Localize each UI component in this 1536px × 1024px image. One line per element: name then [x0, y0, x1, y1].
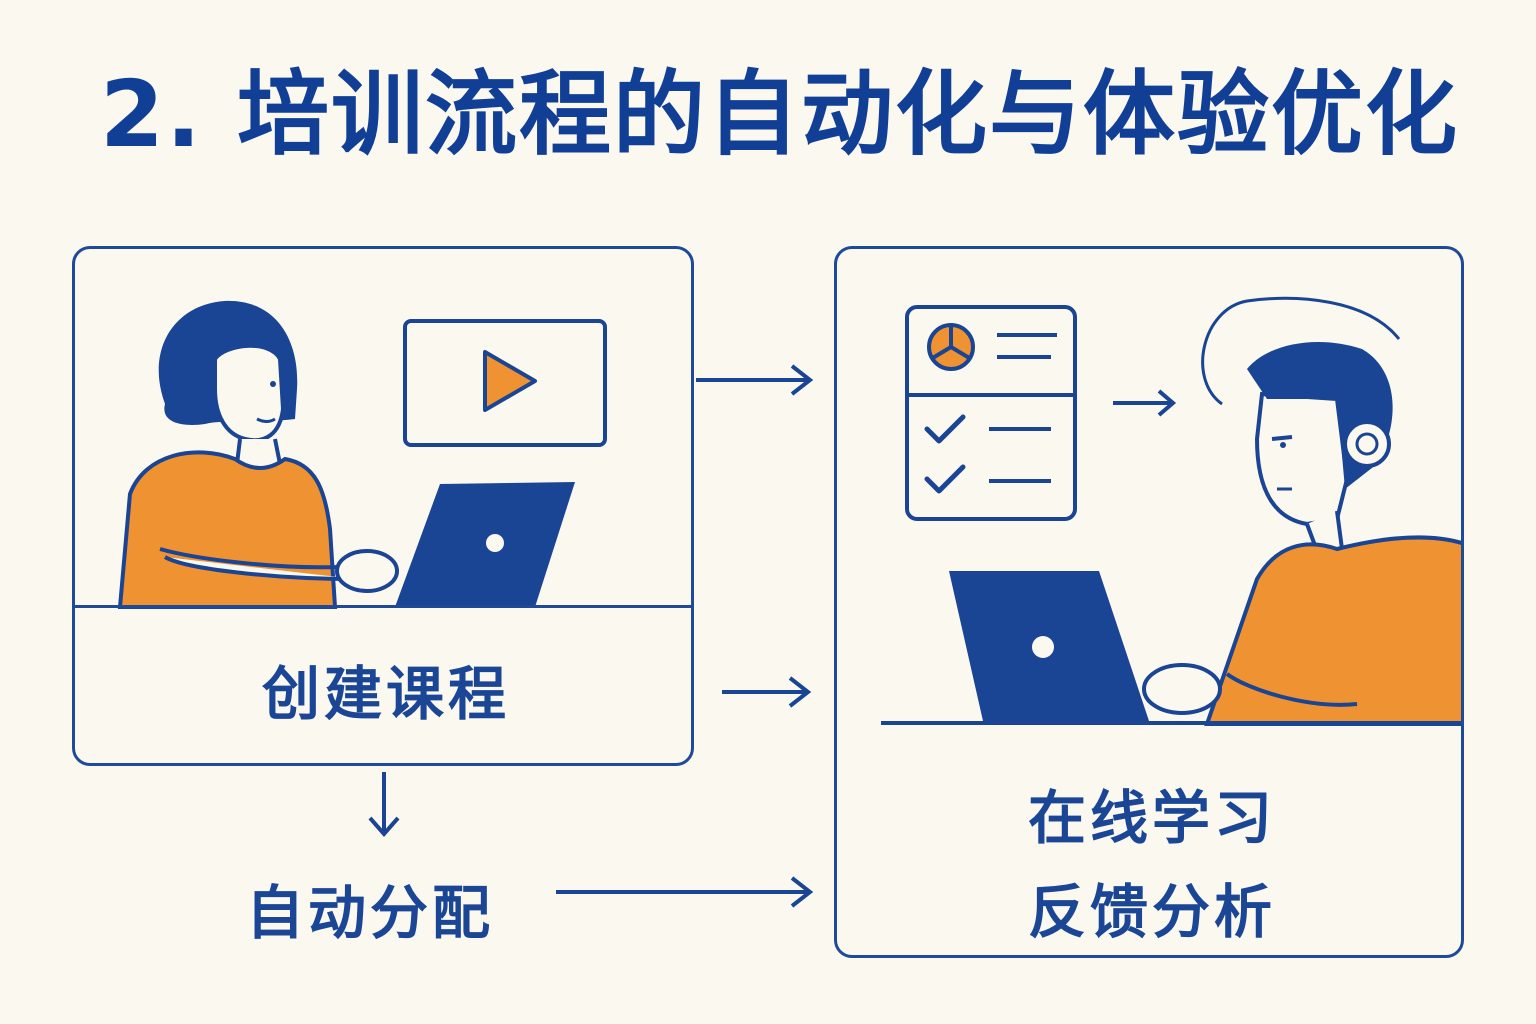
arrow-down	[368, 772, 400, 838]
feedback-analysis-label: 反馈分析	[1027, 878, 1276, 946]
laptop-icon	[949, 571, 1149, 721]
arrow-top	[696, 364, 814, 396]
create-course-panel: 创建课程	[72, 246, 694, 766]
video-play-icon	[403, 319, 607, 447]
desk-line	[75, 605, 691, 608]
create-course-illustration	[117, 300, 607, 609]
arrow-bottom	[556, 876, 814, 908]
checklist-icon	[905, 305, 1077, 521]
woman-icon	[117, 300, 399, 609]
pie-chart-icon	[927, 323, 975, 371]
thought-curve	[1201, 296, 1401, 406]
online-learning-label: 在线学习	[1027, 784, 1276, 852]
man-headphones-icon	[1142, 341, 1461, 726]
arrow-icon	[1113, 389, 1177, 417]
create-course-label: 创建课程	[261, 660, 510, 728]
arrow-middle	[722, 676, 812, 708]
online-learning-panel: 在线学习 反馈分析	[834, 246, 1464, 958]
online-learning-illustration	[881, 296, 1461, 726]
page-title: 2. 培训流程的自动化与体验优化	[100, 61, 1459, 168]
laptop-icon	[395, 482, 575, 607]
auto-assign-label: 自动分配	[246, 879, 495, 947]
